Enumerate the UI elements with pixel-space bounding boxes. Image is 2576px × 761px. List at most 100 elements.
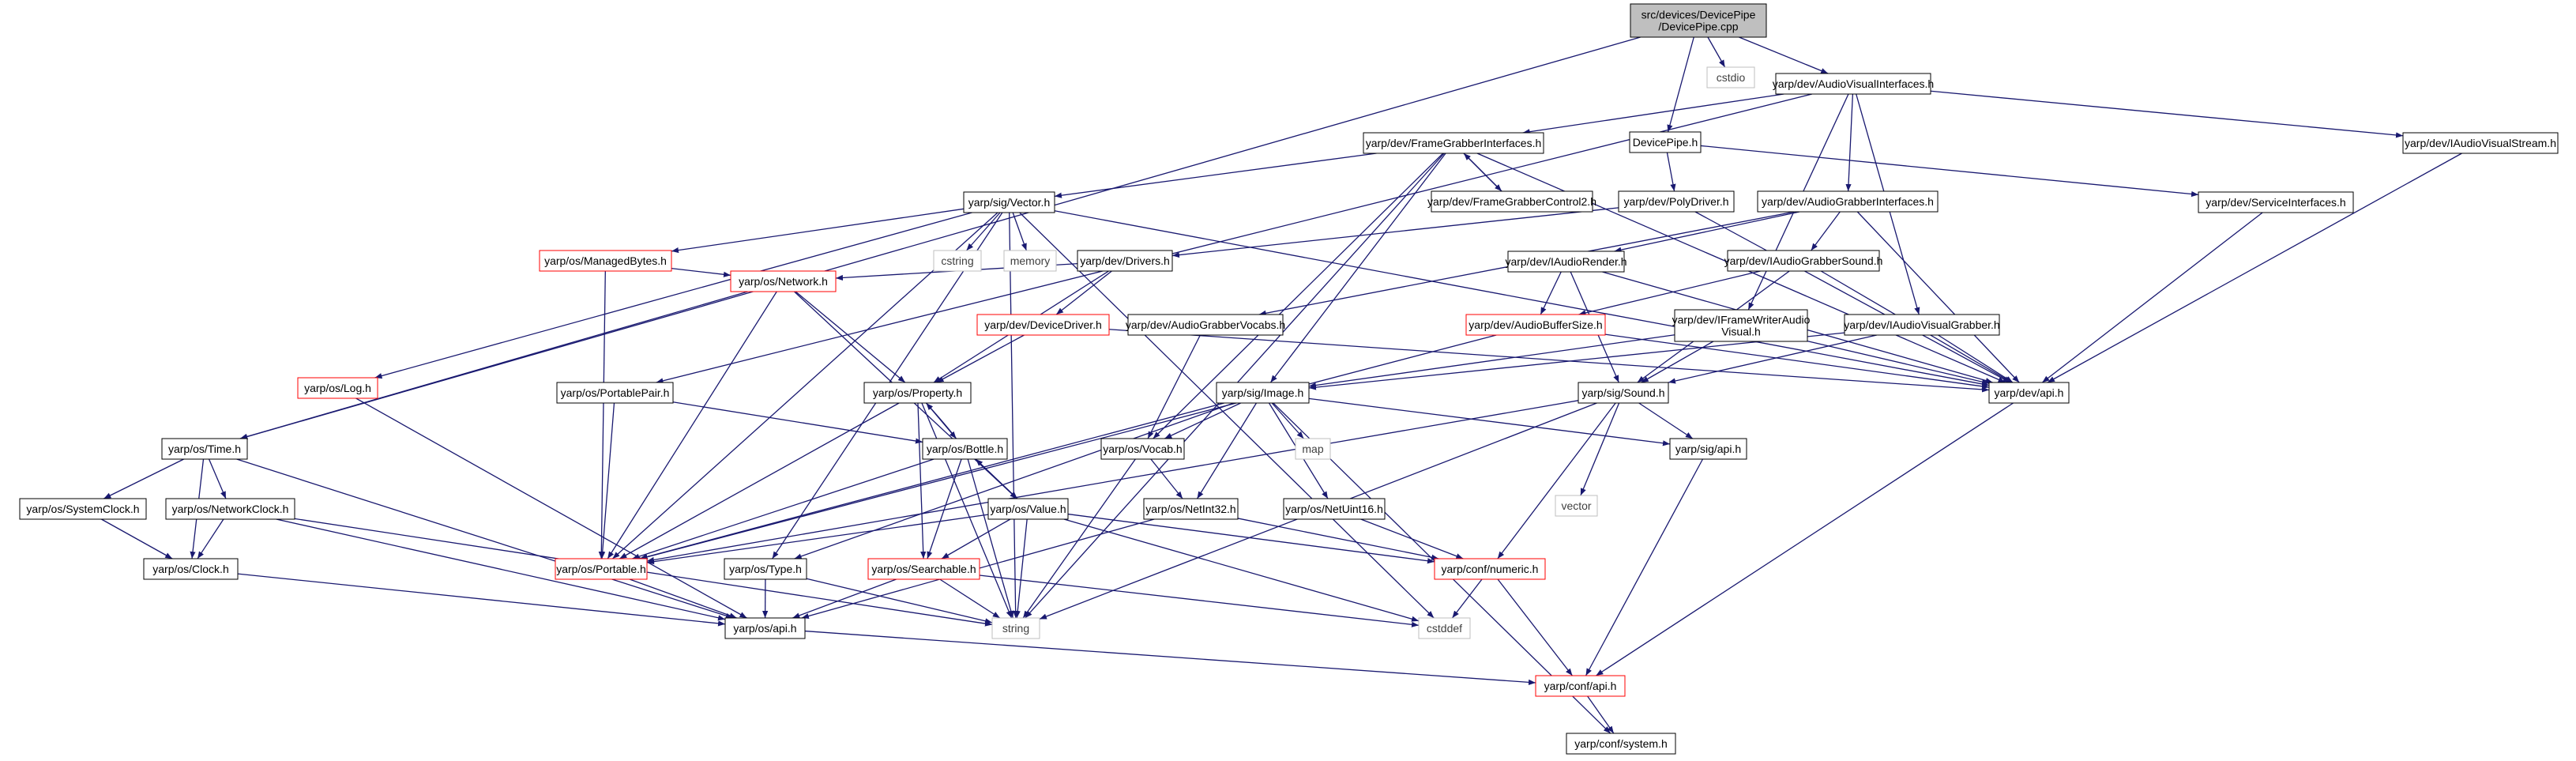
edge-root-to-avi (1739, 36, 1829, 74)
node-property[interactable]: yarp/os/Property.h (863, 382, 972, 404)
node-iar[interactable]: yarp/dev/IAudioRender.h (1505, 251, 1627, 273)
node-label: yarp/dev/IAudioVisualGrabber.h (1844, 318, 1999, 331)
node-bottle[interactable]: yarp/os/Bottle.h (922, 438, 1008, 460)
node-vocab[interactable]: yarp/os/Vocab.h (1100, 438, 1185, 460)
node-nint32[interactable]: yarp/os/NetInt32.h (1143, 498, 1239, 520)
node-iavg[interactable]: yarp/dev/IAudioVisualGrabber.h (1844, 314, 2000, 336)
node-box (161, 438, 248, 460)
node-numeric[interactable]: yarp/conf/numeric.h (1434, 558, 1546, 580)
edge-ifwav-to-sound (1641, 341, 1714, 383)
edge-type-to-string (806, 578, 993, 624)
node-box (724, 558, 807, 580)
node-box (987, 498, 1069, 520)
node-agv[interactable]: yarp/dev/AudioGrabberVocabs.h (1126, 314, 1285, 336)
node-system[interactable]: yarp/conf/system.h (1566, 733, 1676, 755)
node-box (1100, 438, 1185, 460)
node-label: yarp/os/SystemClock.h (26, 503, 139, 515)
node-label: cstring (941, 254, 973, 267)
node-box (867, 558, 980, 580)
edge-time-to-osapi (236, 458, 734, 619)
node-label: yarp/dev/AudioVisualInterfaces.h (1773, 77, 1934, 90)
node-label: /DevicePipe.cpp (1658, 21, 1738, 33)
edge-time-to-sysclock (103, 458, 184, 499)
edge-osapi-to-confapi (804, 630, 1536, 685)
node-ppair[interactable]: yarp/os/PortablePair.h (556, 382, 674, 404)
node-label: yarp/dev/DeviceDriver.h (984, 318, 1102, 331)
node-box (976, 314, 1110, 336)
edge-abs-to-portable (640, 334, 1497, 560)
node-drivers[interactable]: yarp/dev/Drivers.h (1077, 250, 1173, 272)
node-box (922, 438, 1008, 460)
edge-svc-to-devapi (2041, 212, 2263, 383)
node-mbytes[interactable]: yarp/os/ManagedBytes.h (539, 250, 672, 272)
node-portable[interactable]: yarp/os/Portable.h (555, 558, 648, 580)
node-box (1669, 438, 1747, 460)
node-cstddef: cstddef (1418, 617, 1471, 639)
node-osapi[interactable]: yarp/os/api.h (724, 617, 806, 639)
edge-time-to-netclock (208, 458, 227, 499)
node-avi[interactable]: yarp/dev/AudioVisualInterfaces.h (1773, 73, 1934, 95)
node-iags[interactable]: yarp/dev/IAudioGrabberSound.h (1724, 250, 1883, 272)
node-box (19, 498, 147, 520)
node-box (1363, 132, 1544, 154)
node-box (1507, 251, 1625, 273)
node-network[interactable]: yarp/os/Network.h (730, 270, 837, 292)
node-confapi[interactable]: yarp/conf/api.h (1535, 675, 1626, 697)
node-ddriver[interactable]: yarp/dev/DeviceDriver.h (976, 314, 1110, 336)
node-box (991, 617, 1040, 639)
node-value[interactable]: yarp/os/Value.h (987, 498, 1069, 520)
node-label: yarp/conf/numeric.h (1442, 563, 1539, 575)
edge-agi-to-iar (1614, 211, 1800, 253)
node-agi[interactable]: yarp/dev/AudioGrabberInterfaces.h (1757, 190, 1939, 213)
edge-numeric-to-cstddef (1451, 578, 1483, 619)
node-label: yarp/os/Vocab.h (1103, 443, 1182, 455)
edge-agi-to-iags (1811, 211, 1841, 251)
edge-bottle-to-string (967, 458, 1014, 619)
node-vector[interactable]: yarp/sig/Vector.h (963, 191, 1055, 213)
edge-sysclock-to-clock (101, 518, 173, 559)
edge-vocab-to-nint32 (1150, 458, 1183, 499)
node-pipe[interactable]: DevicePipe.h (1629, 131, 1702, 153)
edge-vector-to-log (374, 212, 972, 379)
node-netclock[interactable]: yarp/os/NetworkClock.h (165, 498, 295, 520)
node-box (2402, 132, 2559, 154)
node-label: yarp/dev/ServiceInterfaces.h (2206, 196, 2345, 209)
node-box (1706, 66, 1755, 89)
node-box (1431, 190, 1593, 213)
edge-image-to-portable (639, 402, 1224, 560)
edge-log-to-osapi (355, 397, 747, 619)
node-label: yarp/os/NetInt32.h (1145, 503, 1235, 515)
node-label: yarp/os/Log.h (304, 382, 371, 394)
node-nuint16[interactable]: yarp/os/NetUint16.h (1283, 498, 1386, 520)
node-label: yarp/conf/api.h (1544, 680, 1617, 692)
node-fgc2[interactable]: yarp/dev/FrameGrabberControl2.h (1427, 190, 1596, 213)
node-sound[interactable]: yarp/sig/Sound.h (1578, 382, 1669, 404)
node-abs[interactable]: yarp/dev/AudioBufferSize.h (1465, 314, 1606, 336)
node-sigapi[interactable]: yarp/sig/api.h (1669, 438, 1747, 460)
node-type[interactable]: yarp/os/Type.h (724, 558, 807, 580)
node-log[interactable]: yarp/os/Log.h (297, 377, 378, 399)
node-image[interactable]: yarp/sig/Image.h (1216, 382, 1310, 404)
node-svc[interactable]: yarp/dev/ServiceInterfaces.h (2198, 191, 2354, 213)
node-cstring: cstring (933, 250, 982, 272)
node-box (1555, 495, 1598, 517)
node-box (1465, 314, 1606, 336)
node-time[interactable]: yarp/os/Time.h (161, 438, 248, 460)
node-sysclock[interactable]: yarp/os/SystemClock.h (19, 498, 147, 520)
node-label: yarp/os/api.h (733, 622, 796, 635)
node-box (1003, 250, 1057, 272)
node-searchable[interactable]: yarp/os/Searchable.h (867, 558, 980, 580)
node-box (143, 558, 239, 580)
edge-bottle-to-searchable (927, 458, 962, 559)
node-iavs[interactable]: yarp/dev/IAudioVisualStream.h (2402, 132, 2559, 154)
node-fgi[interactable]: yarp/dev/FrameGrabberInterfaces.h (1363, 132, 1544, 154)
edge-bottle-to-portable (632, 458, 935, 559)
node-clock[interactable]: yarp/os/Clock.h (143, 558, 239, 580)
node-root[interactable]: src/devices/DevicePipe/DevicePipe.cpp (1630, 3, 1767, 38)
edge-netclock-to-osapi (276, 518, 726, 621)
node-devapi[interactable]: yarp/dev/api.h (1988, 382, 2070, 404)
node-poly[interactable]: yarp/dev/PolyDriver.h (1618, 190, 1735, 213)
node-box (730, 270, 837, 292)
